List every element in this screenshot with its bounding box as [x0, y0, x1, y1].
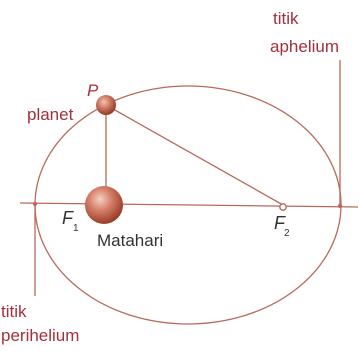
focus1-subscript: 1 [73, 223, 79, 234]
aphelion-label-line2: aphelium [270, 37, 339, 56]
focus1-label: F [62, 209, 73, 227]
perihelion-point [32, 201, 38, 207]
perihelion-label-line1: titik [1, 302, 27, 321]
focus2-point [279, 203, 287, 211]
planet-label: planet [27, 105, 74, 124]
sun-label: Matahari [97, 231, 164, 250]
planet [96, 95, 116, 115]
point-p-label: P [87, 81, 99, 100]
focus2-subscript: 2 [284, 228, 290, 239]
focus2-label: F [274, 214, 285, 232]
perihelion-label-line2: perihelium [1, 326, 80, 345]
focus1-letter: F [62, 208, 73, 228]
aphelion-point [337, 203, 343, 209]
planet-to-focus2-line [105, 104, 284, 206]
major-axis-line [19, 202, 359, 208]
focus2-letter: F [274, 213, 285, 233]
aphelion-label-line1: titik [273, 9, 299, 28]
sun [85, 186, 123, 224]
